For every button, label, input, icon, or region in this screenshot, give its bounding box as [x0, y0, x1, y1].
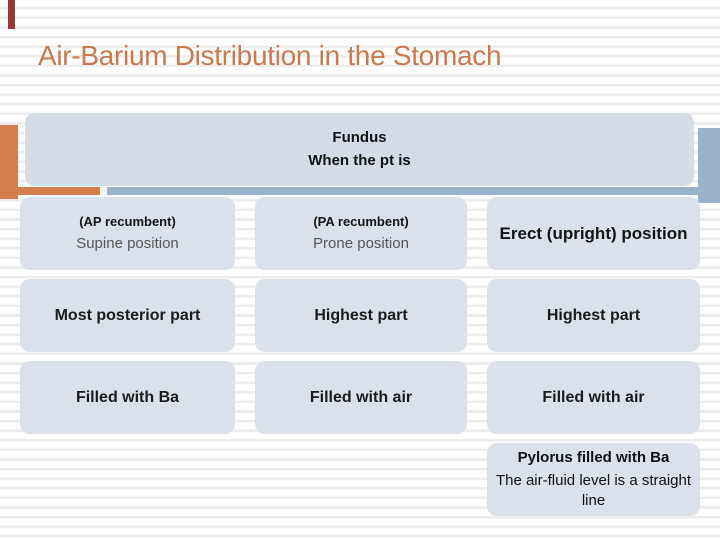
blue-divider-band [107, 187, 720, 195]
cell-prone-position: (PA recumbent) Prone position [255, 197, 467, 270]
left-orange-accent-block [0, 125, 18, 199]
cell-erect-position: Erect (upright) position [487, 197, 700, 270]
position-name: Supine position [76, 235, 179, 253]
right-blue-accent-block [698, 128, 720, 203]
position-abbrev-label: (PA recumbent) [313, 213, 409, 229]
header-line-fundus: Fundus [332, 128, 387, 146]
fill-text: Filled with air [309, 388, 413, 406]
cell-most-posterior-part: Most posterior part [20, 279, 235, 352]
page-title: Air-Barium Distribution in the Stomach [38, 40, 502, 71]
cell-supine-position: (AP recumbent) Supine position [20, 197, 235, 270]
orange-divider-band [18, 187, 100, 195]
position-name: Erect (upright) position [499, 223, 688, 243]
cell-highest-part-prone: Highest part [255, 279, 467, 352]
header-line-when-pt-is: When the pt is [308, 152, 411, 169]
note-line-air-fluid: The air-fluid level is a straight line [495, 472, 692, 509]
cell-pylorus-note: Pylorus filled with Ba The air-fluid lev… [487, 443, 700, 516]
cell-filled-with-ba: Filled with Ba [20, 361, 235, 434]
cell-highest-part-erect: Highest part [487, 279, 700, 352]
part-text: Highest part [314, 306, 408, 324]
position-name: Prone position [313, 235, 409, 253]
fill-text: Filled with Ba [75, 388, 180, 406]
note-line-pylorus: Pylorus filled with Ba [517, 449, 670, 466]
comparison-table: (AP recumbent) Supine position (PA recum… [20, 197, 700, 516]
cell-filled-with-air-erect: Filled with air [487, 361, 700, 434]
top-left-accent-bar [8, 0, 15, 29]
part-text: Most posterior part [54, 306, 201, 324]
part-text: Highest part [546, 306, 641, 324]
fill-text: Filled with air [542, 388, 645, 406]
fundus-header-box: Fundus When the pt is [25, 113, 694, 186]
position-abbrev-label: (AP recumbent) [79, 213, 176, 229]
cell-filled-with-air-prone: Filled with air [255, 361, 467, 434]
